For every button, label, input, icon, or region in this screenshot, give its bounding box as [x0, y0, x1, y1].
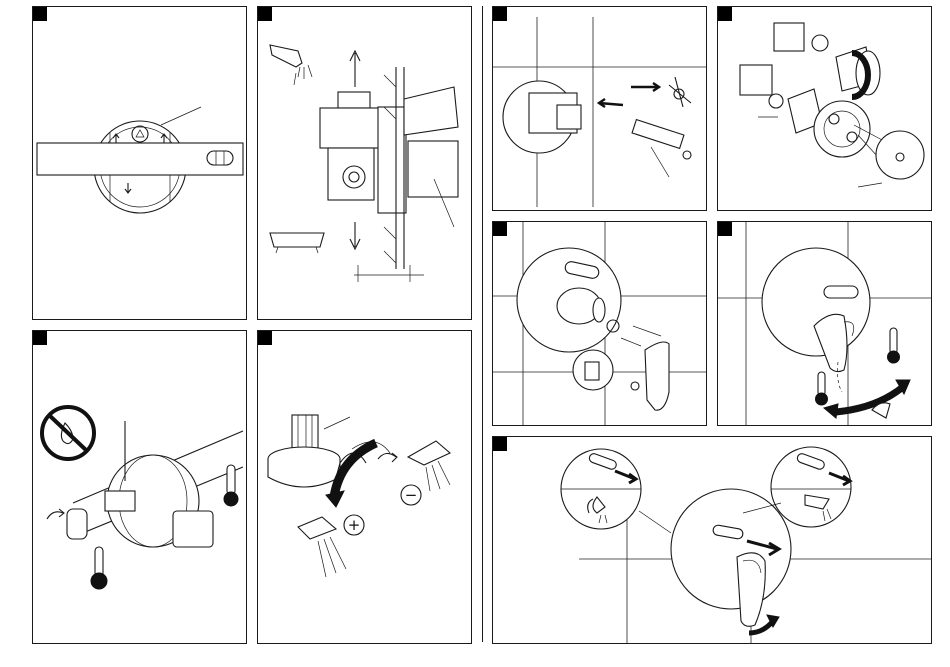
decrease-label: − [405, 486, 418, 504]
leader-line [161, 107, 201, 125]
bathtub-icon [270, 233, 324, 253]
panel-7-handle-mount [492, 221, 707, 426]
panel-5-extension [492, 6, 707, 211]
panel-3-drawing [33, 331, 247, 644]
panel-1-drawing [33, 7, 247, 320]
escutcheon-cover [876, 131, 924, 179]
panel-3-temperature-calibration [32, 330, 247, 644]
no-water-icon [42, 407, 94, 459]
shower-head-icon [270, 45, 312, 85]
escutcheon [762, 248, 870, 356]
panel-4-drawing: − + [258, 331, 472, 644]
panel-6-trim-assembly [717, 6, 932, 211]
panel-4-temperature-limit: − + [257, 330, 472, 644]
spirit-level-icon [37, 143, 243, 175]
panel-8-handle-operation [717, 221, 932, 426]
extension-piece [632, 120, 684, 149]
valve-body [320, 92, 406, 213]
panel-1-leveling [32, 6, 247, 320]
arrow-down [350, 222, 360, 249]
panel-6-drawing [718, 7, 932, 211]
lever-handle [737, 553, 765, 627]
push-arrow-icon [631, 83, 659, 91]
lever-handle [645, 342, 669, 410]
rotate-arrow-icon [836, 386, 904, 412]
panel-2-installation-depth [257, 6, 472, 320]
hand-shower-icon [298, 517, 346, 577]
panel-9-drawing [493, 437, 932, 644]
cartridge [774, 23, 804, 51]
panel-2-drawing [258, 7, 472, 320]
arrow-up [350, 51, 360, 87]
hand-shower-icon [408, 441, 450, 491]
valve-body [73, 421, 243, 547]
push-arrow-icon [599, 99, 623, 107]
panel-8-drawing [718, 222, 932, 426]
panel-9-diverter-operation [492, 436, 932, 644]
panel-5-drawing [493, 7, 707, 211]
cartridge-top [132, 126, 148, 142]
column-divider [482, 6, 483, 642]
increase-label: + [348, 516, 361, 534]
panel-7-drawing [493, 222, 707, 426]
wall-flange [404, 87, 458, 135]
rotate-arrow-icon [47, 509, 87, 539]
